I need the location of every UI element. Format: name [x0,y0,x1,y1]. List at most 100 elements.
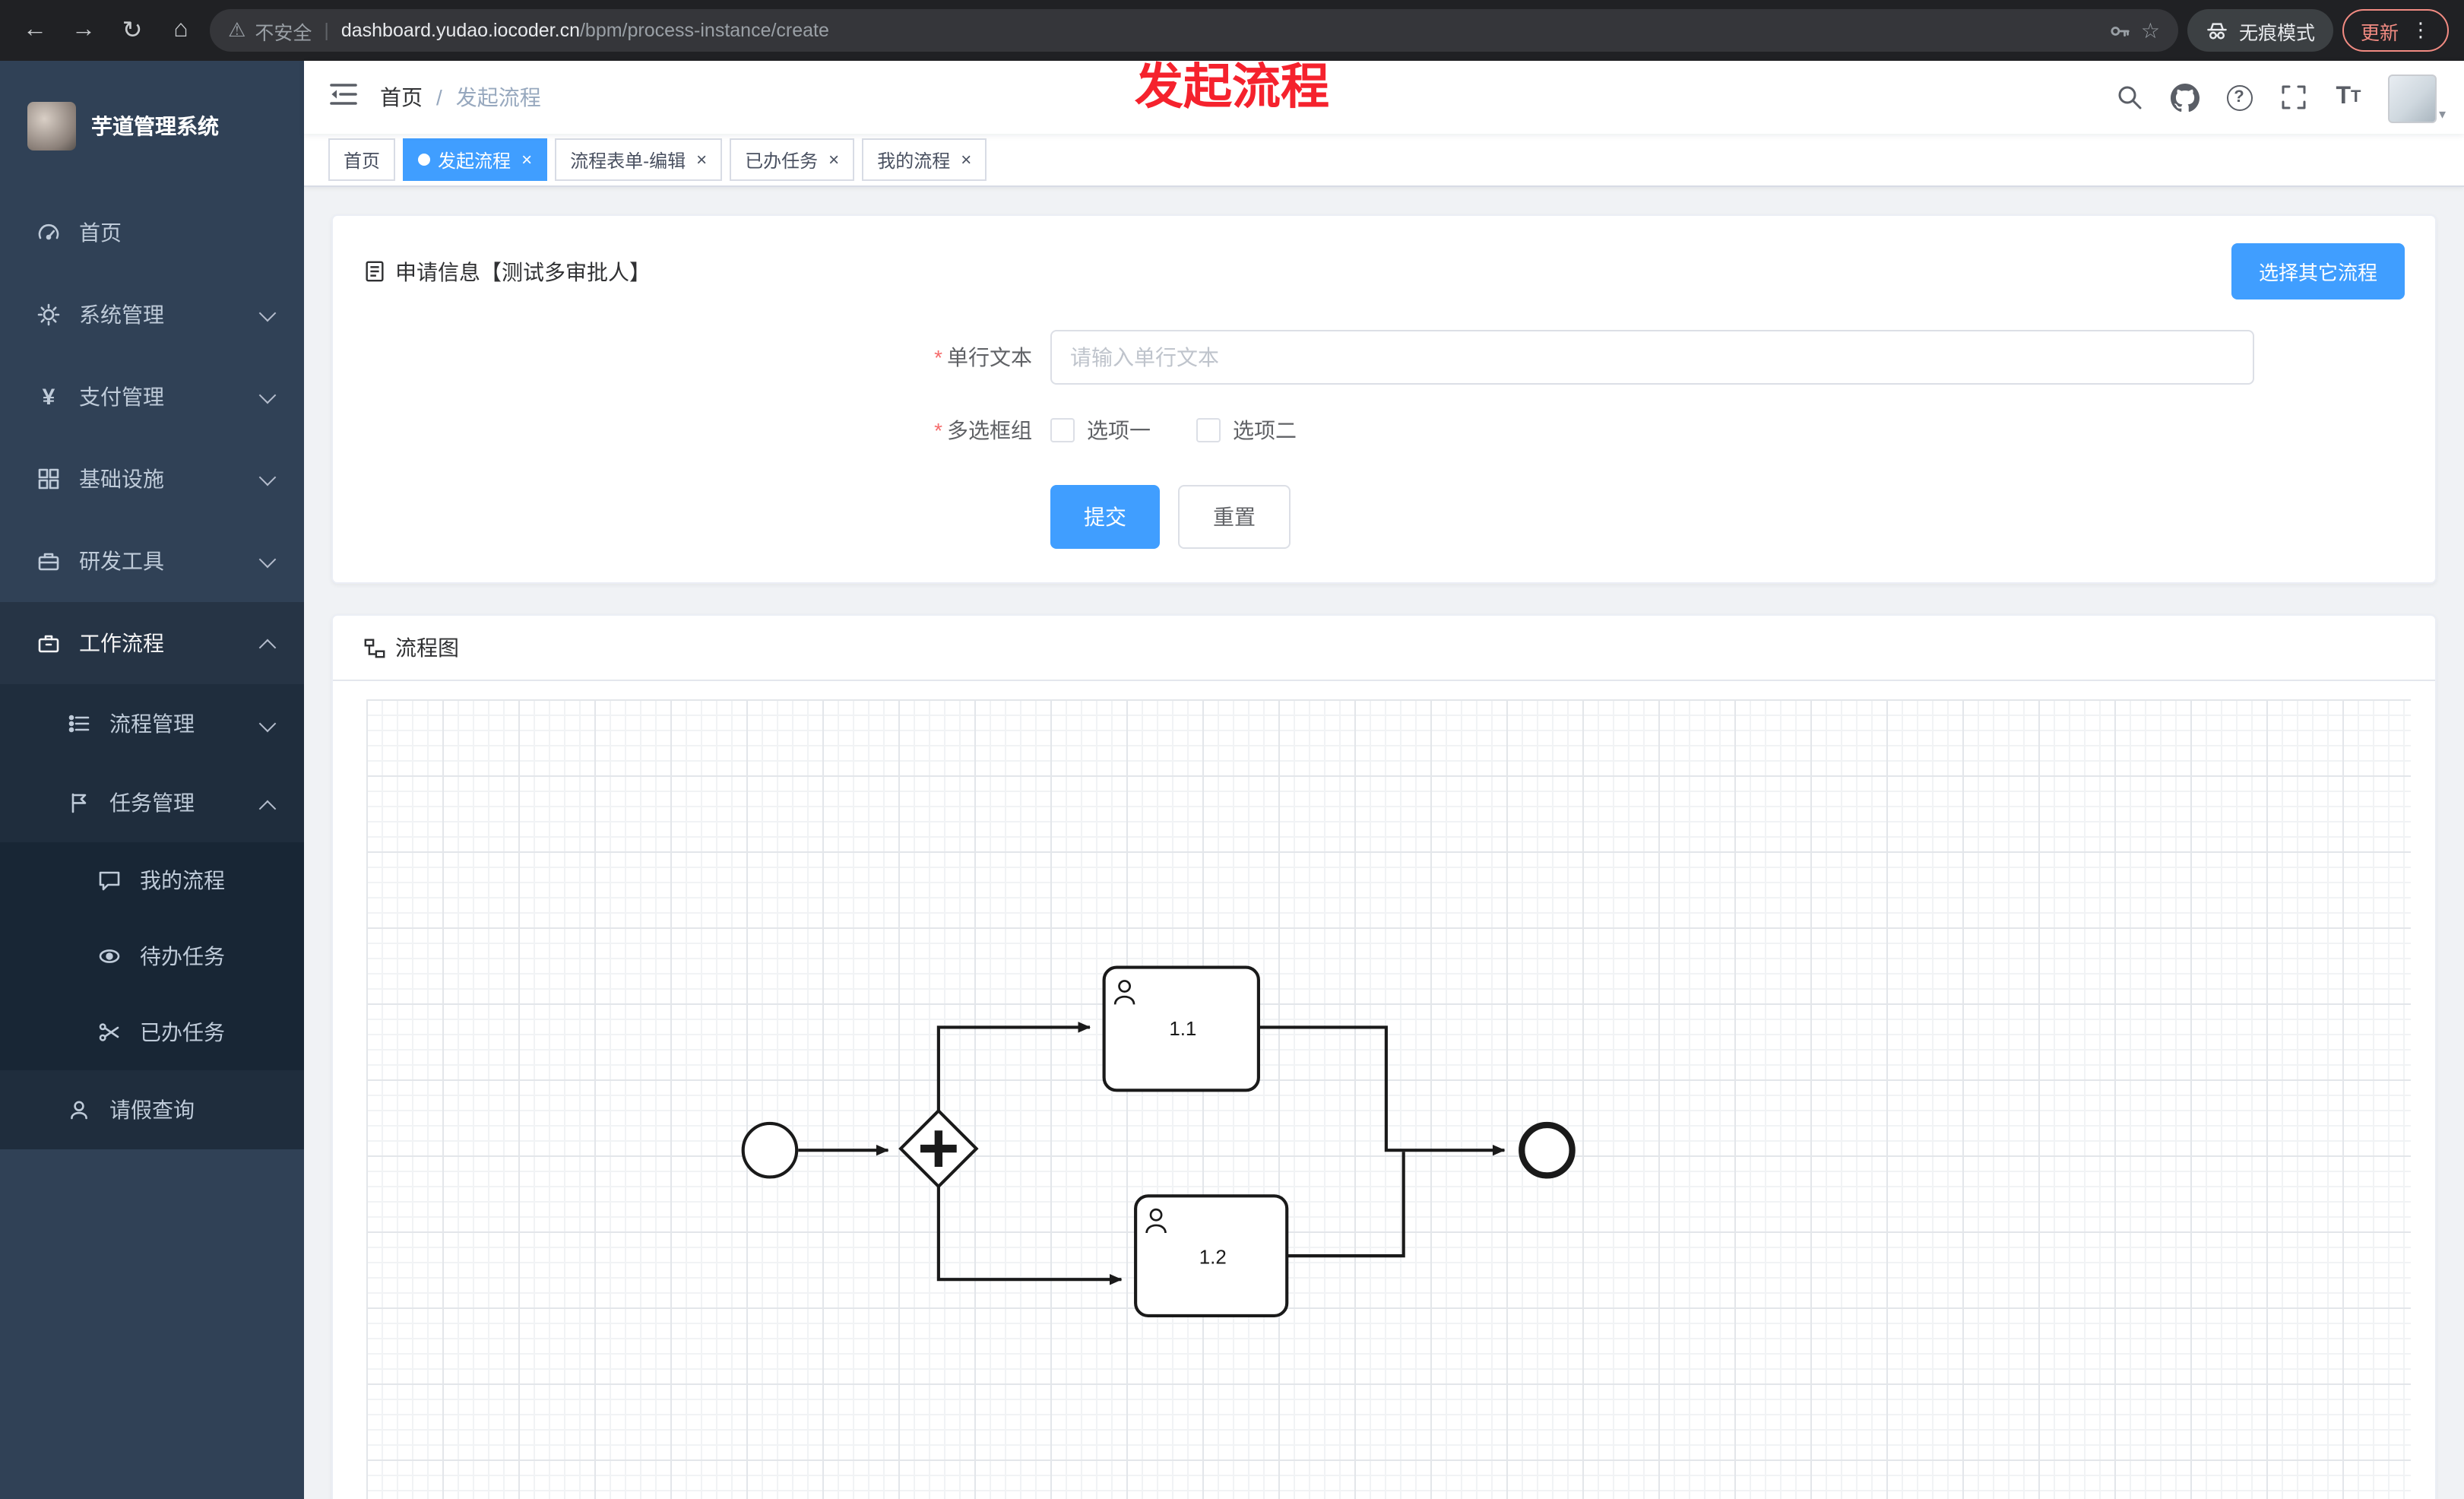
tab-close-icon[interactable]: × [828,149,840,170]
card-title-text: 流程图 [395,635,459,660]
tab-label: 流程表单-编辑 [570,150,686,171]
back-icon[interactable]: ← [23,17,47,43]
sidebar-item-my-process[interactable]: 我的流程 [0,842,304,918]
sidebar-item-done-tasks[interactable]: 已办任务 [0,994,304,1070]
address-separator: | [324,20,329,41]
bpmn-flow-gateway-task1 [936,1022,1091,1111]
sidebar-item-workflow[interactable]: 工作流程 [0,602,304,684]
breadcrumb-current: 发起流程 [455,85,541,109]
submit-button[interactable]: 提交 [1050,485,1160,549]
person-icon [67,1098,91,1122]
github-icon[interactable] [2169,82,2200,113]
bpmn-end-event [1519,1121,1576,1179]
browser-menu-icon[interactable]: ⋮ [2411,18,2431,41]
breadcrumb-separator: / [436,85,442,109]
logo[interactable]: 芋道管理系统 [0,61,304,192]
sidebar-item-home[interactable]: 首页 [0,192,304,274]
checkbox-option-1[interactable]: 选项一 [1050,415,1151,445]
tab-my-process[interactable]: 我的流程 × [862,138,987,181]
bookmark-star-icon[interactable]: ☆ [2140,17,2160,42]
sidebar-item-task-mgmt[interactable]: 任务管理 [0,763,304,842]
chevron-up-icon [258,639,277,657]
sidebar-item-todo-tasks[interactable]: 待办任务 [0,918,304,994]
url-text: dashboard.yudao.iocoder.cn/bpm/process-i… [341,20,2100,41]
gear-icon [36,303,61,327]
sidebar-item-label: 工作流程 [79,631,164,655]
search-icon[interactable] [2114,82,2145,113]
required-asterisk: * [934,345,942,369]
tab-home[interactable]: 首页 [328,138,396,181]
browser-chrome: ← → ↻ ⌂ ⚠ 不安全 | dashboard.yudao.iocoder.… [0,0,2464,61]
forward-icon[interactable]: → [71,17,96,43]
fullscreen-icon[interactable] [2279,82,2309,113]
tab-close-icon[interactable]: × [696,149,708,170]
url-domain: dashboard.yudao.iocoder.cn [340,20,580,41]
tab-label: 我的流程 [877,150,951,171]
checkbox-field-row: *多选框组 选项一 选项二 [363,415,2405,445]
breadcrumb-home[interactable]: 首页 [380,85,423,109]
user-avatar[interactable]: ▾ [2388,74,2446,123]
flow-diagram-card: 流程图 [331,614,2437,1499]
tab-initiate-process[interactable]: 发起流程 × [403,138,548,181]
application-info-header: 申请信息【测试多审批人】 选择其它流程 [363,243,2405,299]
checkbox-box-icon[interactable] [1196,418,1221,442]
sidebar-collapse-icon[interactable] [328,80,359,115]
bpmn-plus-icon [920,1130,957,1167]
bpmn-canvas: 1.1 1.2 [366,699,2411,1499]
workflow-submenu: 流程管理 任务管理 我的流程 待办任务 已 [0,684,304,1149]
sidebar-item-label: 基础设施 [79,467,164,491]
tab-done-tasks[interactable]: 已办任务 × [730,138,855,181]
sidebar-item-process-mgmt[interactable]: 流程管理 [0,684,304,763]
tab-process-form-edit[interactable]: 流程表单-编辑 × [555,138,723,181]
active-dot-icon [418,154,431,166]
scissors-icon [97,1020,122,1044]
single-line-text-input[interactable] [1050,330,2254,385]
text-field-row: *单行文本 [363,330,2405,385]
address-bar[interactable]: ⚠ 不安全 | dashboard.yudao.iocoder.cn/bpm/p… [210,9,2178,52]
sidebar-item-infra[interactable]: 基础设施 [0,438,304,520]
sidebar-item-devtools[interactable]: 研发工具 [0,520,304,602]
toolbox-icon [36,549,61,573]
url-path: /bpm/process-instance/create [579,20,829,41]
logo-avatar [27,102,76,151]
home-icon[interactable]: ⌂ [173,17,188,43]
yen-icon: ¥ [42,384,55,410]
user-task-icon [1145,1208,1167,1234]
reset-button[interactable]: 重置 [1178,485,1291,549]
incognito-badge: 无痕模式 [2187,9,2333,52]
card-title: 申请信息【测试多审批人】 [363,256,651,287]
bpmn-user-task-1 [1102,965,1260,1092]
sidebar-item-system[interactable]: 系统管理 [0,274,304,356]
chevron-down-icon [258,715,277,733]
checkbox-box-icon[interactable] [1050,418,1075,442]
tab-close-icon[interactable]: × [521,149,533,170]
sidebar-item-label: 待办任务 [140,944,225,968]
incognito-icon [2207,22,2227,39]
bpmn-flow-task2-merge [1287,1152,1405,1258]
sidebar-item-payment[interactable]: ¥ 支付管理 [0,356,304,438]
help-icon[interactable]: ? [2224,82,2254,113]
checkbox-option-2[interactable]: 选项二 [1196,415,1297,445]
reload-icon[interactable]: ↻ [122,18,143,44]
app-frame: 芋道管理系统 首页 系统管理 ¥ 支付管理 基础设施 [0,61,2464,1499]
user-task-icon [1113,980,1135,1005]
sidebar-item-label: 请假查询 [109,1098,195,1122]
sidebar-item-leave-query[interactable]: 请假查询 [0,1070,304,1149]
key-icon[interactable] [2109,19,2132,42]
bpmn-diagram: 1.1 1.2 [741,965,1576,1318]
card-title: 流程图 [363,632,459,663]
select-other-process-button[interactable]: 选择其它流程 [2231,243,2405,299]
sidebar-item-label: 任务管理 [109,791,195,815]
eye-icon [97,944,122,968]
update-button[interactable]: 更新 ⋮ [2342,9,2449,52]
required-asterisk: * [934,418,942,442]
chevron-down-icon [258,550,277,569]
flow-diagram-header: 流程图 [333,616,2435,681]
tab-close-icon[interactable]: × [961,149,972,170]
checkbox-field-label: *多选框组 [934,418,1032,442]
